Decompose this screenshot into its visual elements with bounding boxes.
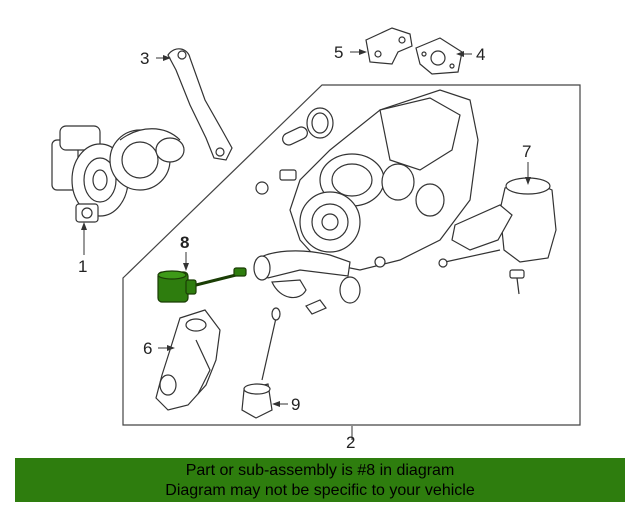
part-8-wastegate-actuator [157,267,247,303]
callout-4: 4 [476,45,485,64]
callout-6-arrow [167,345,175,351]
part-5-bracket [365,27,413,65]
part-2-turbocharger [253,89,479,315]
part-4-gasket [415,37,463,75]
parts-diagram: 1 3 5 4 [51,27,581,452]
assembly-outline [122,84,581,426]
callout-1-arrow [81,222,87,230]
callout-8: 8 [180,233,189,252]
callout-5-arrow [359,49,367,55]
callout-6: 6 [143,339,152,358]
banner-line-1: Part or sub-assembly is #8 in diagram [185,462,455,479]
part-3-bracket [167,48,233,161]
callout-9: 9 [291,395,300,414]
part-6-manifold [155,309,221,411]
callout-3: 3 [140,49,149,68]
part-1-throttle-assembly [51,125,185,223]
callout-2: 2 [346,433,355,452]
callout-1: 1 [78,257,87,276]
callout-4-arrow [456,51,464,57]
callout-8-arrow [183,263,189,271]
callout-7-arrow [525,177,531,185]
callout-7: 7 [522,142,531,161]
part-7-actuator [438,177,557,295]
part-9-actuator [241,307,281,419]
callout-5: 5 [334,43,343,62]
callout-9-arrow [272,401,280,407]
callout-3-arrow [163,55,171,61]
banner-line-2: Diagram may not be specific to your vehi… [165,482,475,499]
info-banner: Part or sub-assembly is #8 in diagram Di… [15,458,625,502]
